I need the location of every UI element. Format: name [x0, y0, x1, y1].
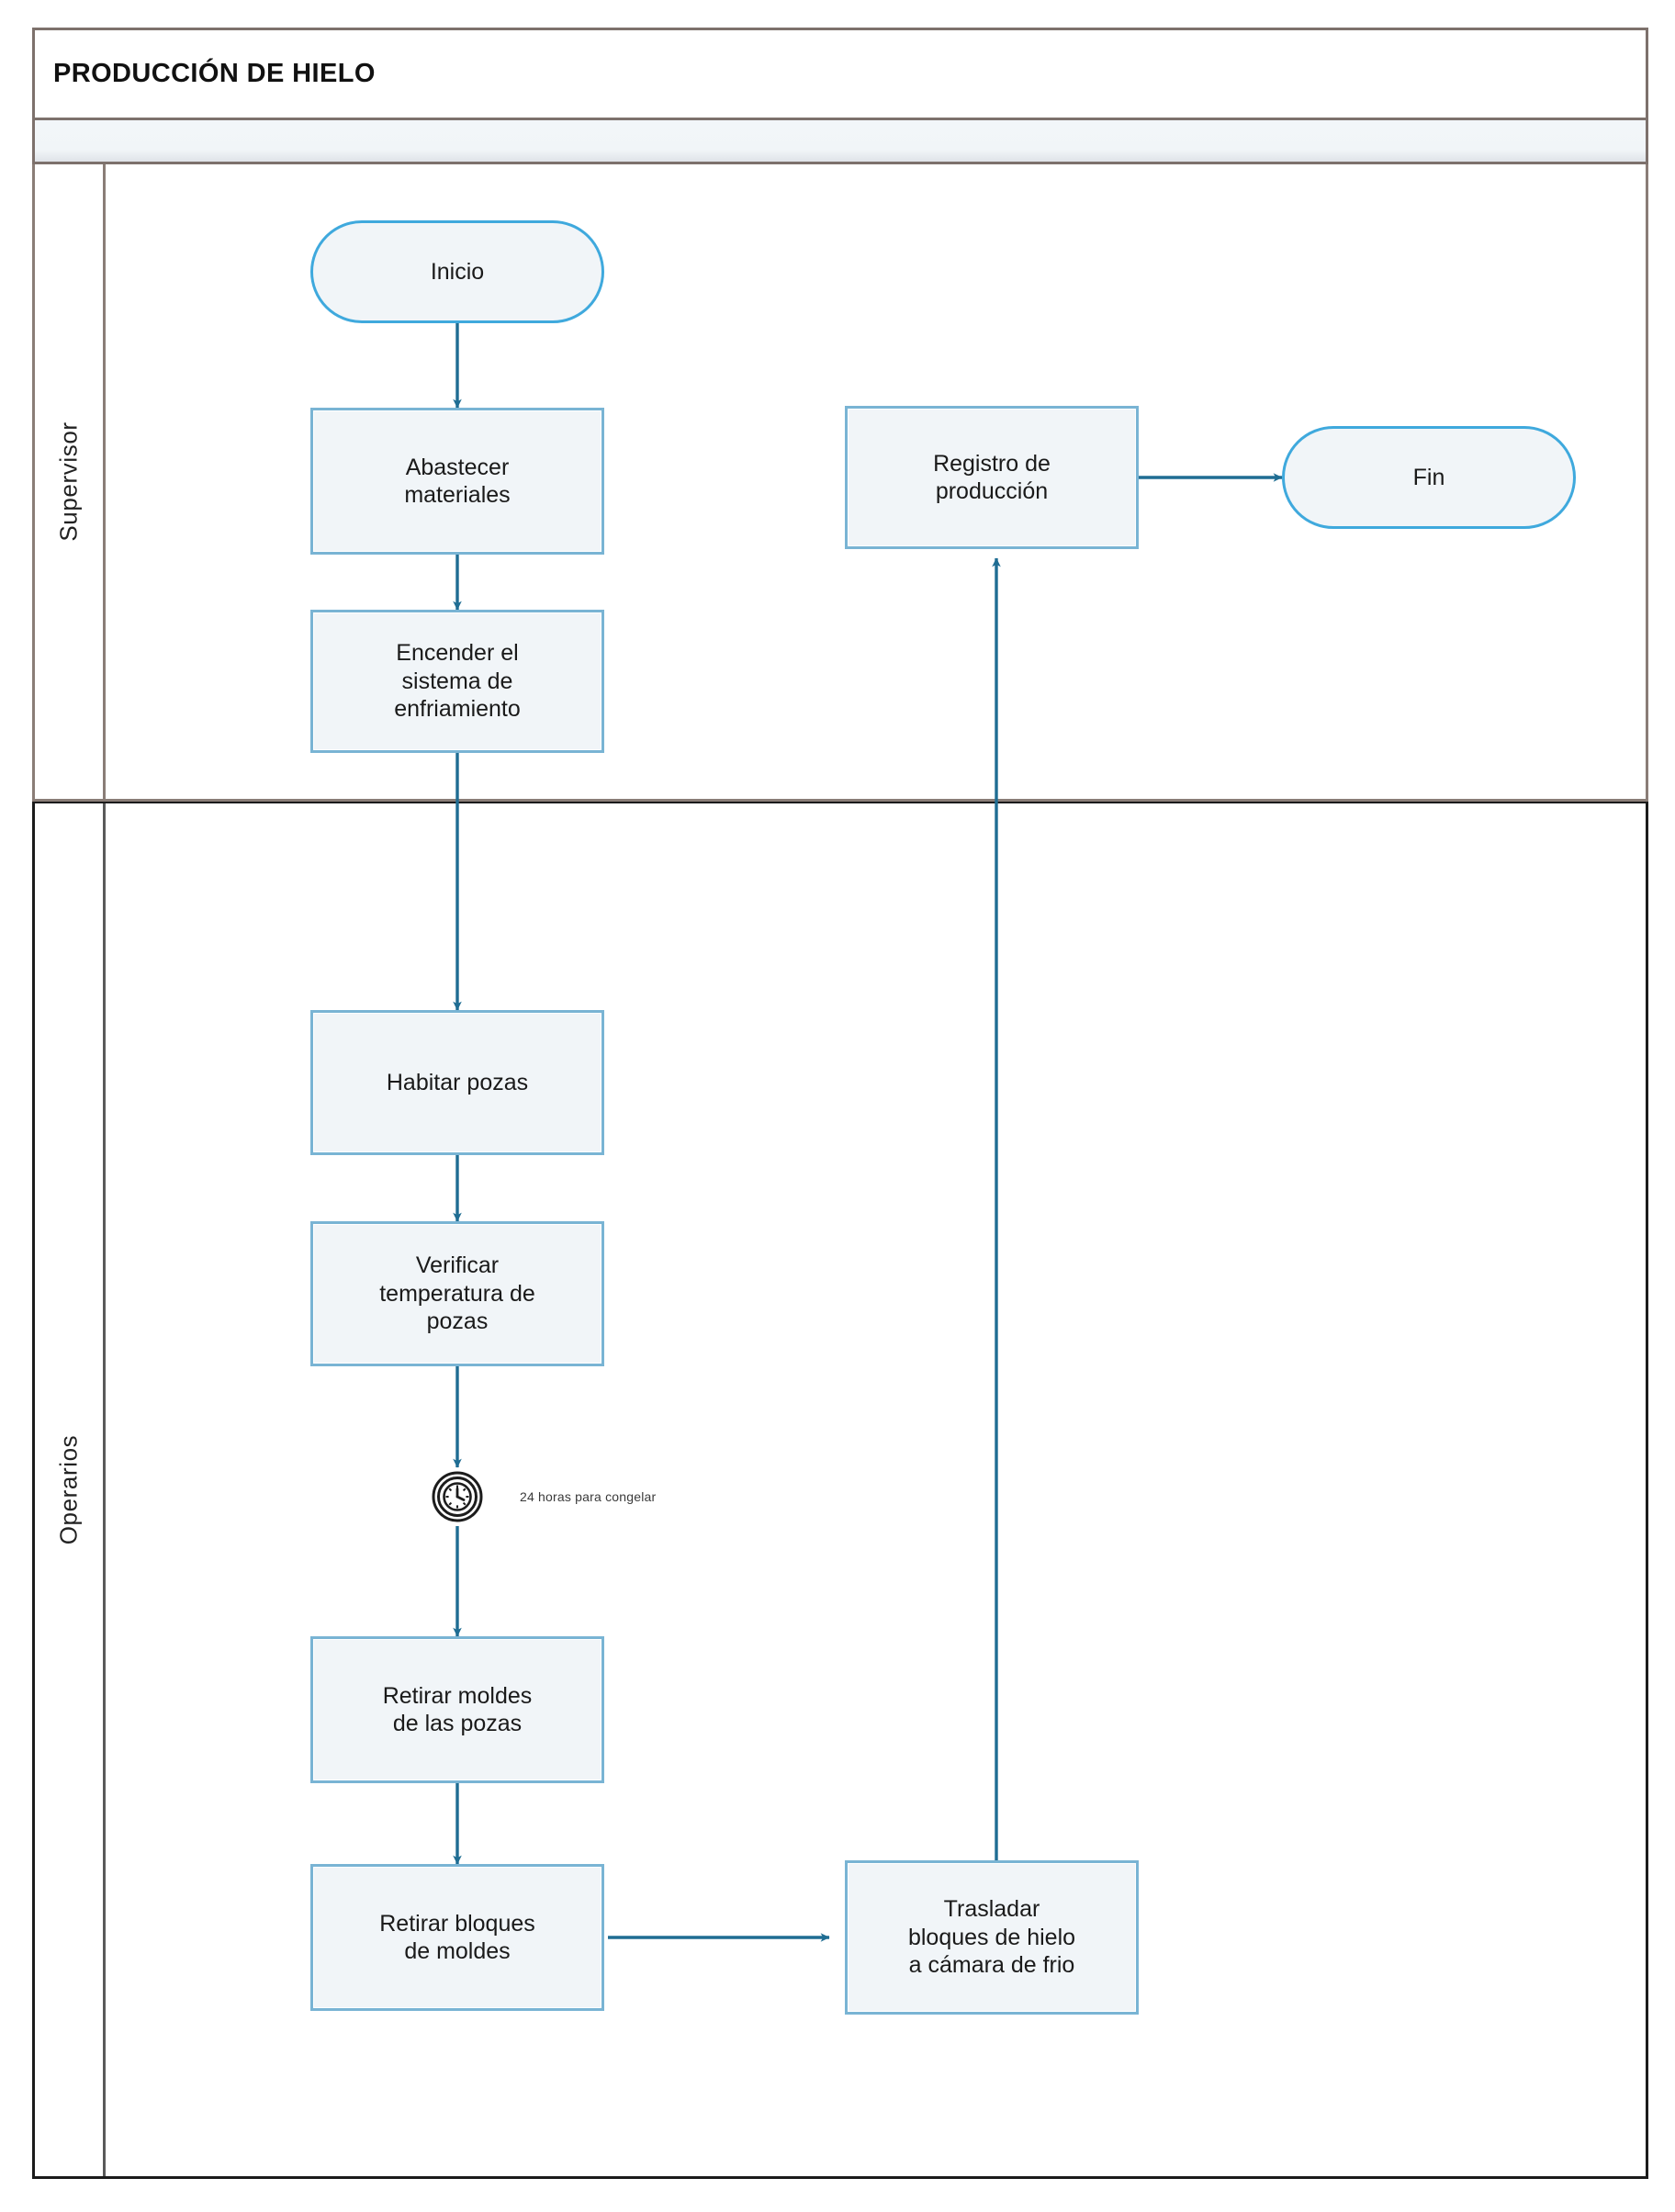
node-retirar-bloques-line2: de moldes: [404, 1938, 511, 1964]
node-encender-line2: sistema de: [401, 668, 513, 694]
node-fin-label: Fin: [1412, 464, 1445, 490]
node-abastecer-line1: Abastecer: [405, 454, 510, 480]
node-verificar-line3: pozas: [426, 1308, 489, 1335]
node-verificar-temperatura-pozas[interactable]: Verificar temperatura de pozas: [310, 1221, 604, 1366]
lane-operarios: Operarios: [32, 802, 1648, 2179]
pool-produccion-de-hielo: PRODUCCIÓN DE HIELO Supervisor Operarios: [32, 28, 1648, 2179]
node-trasladar-line1: Trasladar: [943, 1896, 1040, 1923]
node-registro-de-produccion[interactable]: Registro de producción: [845, 406, 1139, 549]
node-trasladar-line2: bloques de hielo: [907, 1924, 1076, 1950]
node-fin[interactable]: Fin: [1282, 426, 1576, 529]
node-inicio-label: Inicio: [430, 258, 485, 285]
node-trasladar-line3: a cámara de frio: [908, 1952, 1075, 1979]
node-verificar-line1: Verificar: [415, 1252, 500, 1279]
node-retirar-moldes-line2: de las pozas: [392, 1711, 523, 1736]
node-encender-line3: enfriamiento: [394, 696, 521, 723]
lane-label-supervisor: Supervisor: [54, 421, 83, 542]
node-encender-line1: Encender el: [396, 640, 519, 667]
node-retirar-moldes-line1: Retirar moldes: [382, 1682, 533, 1709]
node-retirar-bloques-line1: Retirar bloques: [379, 1910, 535, 1937]
lane-supervisor: Supervisor: [32, 164, 1648, 802]
node-abastecer-line2: materiales: [404, 482, 511, 508]
pool-title-bar: PRODUCCIÓN DE HIELO: [32, 28, 1648, 120]
lane-label-cell-supervisor: Supervisor: [35, 164, 106, 799]
node-trasladar-bloques-camara-frio[interactable]: Trasladar bloques de hielo a cámara de f…: [845, 1860, 1139, 2015]
node-encender-sistema-enfriamiento[interactable]: Encender el sistema de enfriamiento: [310, 610, 604, 753]
node-retirar-bloques-de-moldes[interactable]: Retirar bloques de moldes: [310, 1864, 604, 2011]
node-habitar-pozas[interactable]: Habitar pozas: [310, 1010, 604, 1155]
pool-title: PRODUCCIÓN DE HIELO: [53, 59, 376, 88]
node-abastecer-materiales[interactable]: Abastecer materiales: [310, 408, 604, 555]
node-registro-line2: producción: [935, 478, 1049, 504]
clock-timer-icon[interactable]: [432, 1471, 483, 1522]
node-habitar-line1: Habitar pozas: [386, 1069, 529, 1095]
node-registro-line1: Registro de: [933, 450, 1051, 477]
node-retirar-moldes-de-las-pozas[interactable]: Retirar moldes de las pozas: [310, 1636, 604, 1783]
timer-event-label: 24 horas para congelar: [520, 1489, 657, 1504]
lane-label-operarios: Operarios: [54, 1434, 83, 1545]
lane-label-cell-operarios: Operarios: [35, 803, 106, 2176]
pool-header-band: [32, 120, 1648, 164]
node-inicio[interactable]: Inicio: [310, 220, 604, 323]
node-verificar-line2: temperatura de: [379, 1280, 535, 1307]
